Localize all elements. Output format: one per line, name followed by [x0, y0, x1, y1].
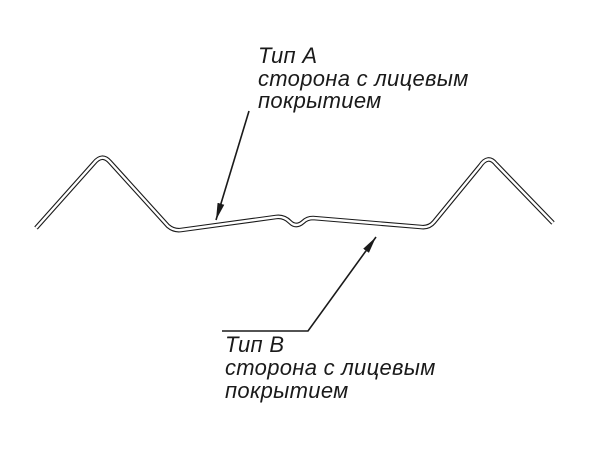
label-type-a-line2: сторона с лицевым: [258, 66, 469, 91]
leader-line-type-b: [222, 236, 377, 332]
label-type-a-title: Тип А: [258, 43, 317, 68]
sheet-profile-core: [35, 156, 554, 232]
leader-line-type-a: [215, 110, 250, 221]
label-type-b-title: Тип В: [225, 332, 284, 357]
label-type-b-line3: покрытием: [225, 378, 349, 403]
label-type-a-line3: покрытием: [258, 88, 382, 113]
sheet-profile-outline: [34, 155, 555, 233]
label-type-b-line2: сторона с лицевым: [225, 355, 436, 380]
